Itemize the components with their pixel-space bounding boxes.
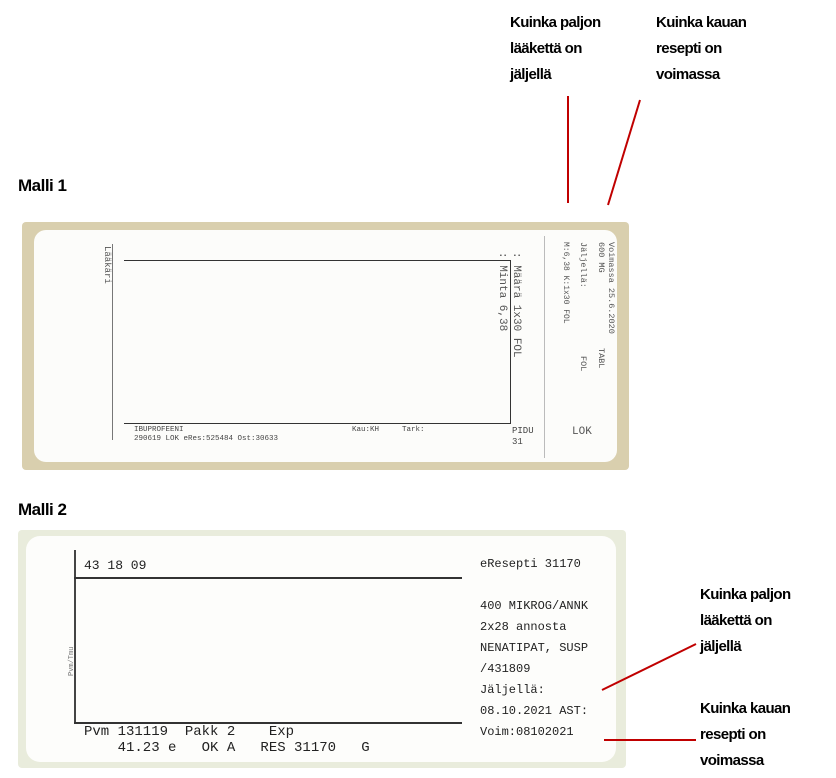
prescription-info: eResepti 31170 400 MIKROG/ANNK 2x28 anno… (480, 554, 618, 743)
code-text: PIDU 31 (512, 426, 534, 448)
annotation-line: voimassa (700, 752, 764, 769)
info-row-1: Pvm 131119 Pakk 2 Exp (84, 724, 295, 740)
annotation-line: Kuinka paljon (510, 14, 601, 31)
pointer-line (601, 643, 697, 691)
info-line-validity: Voim:08102021 (480, 725, 574, 739)
divider (74, 550, 76, 724)
label-paper: 43 18 09 Pvm/Tmu Pvm 131119 Pakk 2 Exp 4… (26, 536, 616, 762)
annotation-line: jäljellä (510, 66, 552, 83)
info-line: eResepti 31170 (480, 557, 581, 571)
annotation-line: lääkettä on (510, 40, 582, 57)
drug-name: IBUPROFEENI (134, 426, 184, 434)
annotation-packages-left-top: Kuinka paljon lääkettä on jäljellä (510, 10, 601, 88)
annotation-line: resepti on (656, 40, 722, 57)
heading-model-2: Malli 2 (18, 500, 67, 519)
divider (74, 722, 462, 724)
tark-text: Tark: (402, 426, 425, 434)
annotation-line: jäljellä (700, 638, 742, 655)
info-line-remaining-date: 08.10.2021 AST: (480, 704, 589, 718)
pointer-line (607, 99, 641, 206)
prescription-label-model-1: Lääkäri : Määrä 1x30 FOL : Minta 6,38 Vo… (22, 222, 629, 470)
info-line: 400 MIKROG/ANNK (480, 599, 589, 613)
annotation-packages-left-bottom: Kuinka paljon lääkettä on jäljellä (700, 582, 791, 660)
info-line: 2x28 annosta (480, 620, 567, 634)
annotation-line: lääkettä on (700, 612, 772, 629)
info-line: /431809 (480, 662, 531, 676)
annotation-line: Kuinka kauan (656, 14, 747, 31)
annotation-line: voimassa (656, 66, 720, 83)
divider (544, 236, 545, 458)
annotation-validity-bottom: Kuinka kauan resepti on voimassa (700, 696, 791, 774)
prescription-label-model-2: 43 18 09 Pvm/Tmu Pvm 131119 Pakk 2 Exp 4… (18, 530, 626, 768)
code-line-1: PIDU (512, 426, 534, 436)
code-line-2: 31 (512, 437, 523, 447)
kau-text: Kau:KH (352, 426, 380, 434)
label-paper: Lääkäri : Määrä 1x30 FOL : Minta 6,38 Vo… (34, 230, 617, 462)
divider (74, 577, 462, 579)
info-row-2: 41.23 e OK A RES 31170 G (84, 740, 370, 756)
heading-model-1: Malli 1 (18, 176, 67, 195)
prescription-details: 290619 LOK eRes:525484 Ost:30633 (134, 435, 279, 443)
divider (112, 244, 113, 440)
top-number: 43 18 09 (84, 558, 147, 573)
annotation-line: Kuinka paljon (700, 586, 791, 603)
annotation-line: resepti on (700, 726, 766, 743)
blank-area (124, 260, 511, 424)
annotation-line: Kuinka kauan (700, 700, 791, 717)
annotation-validity-top: Kuinka kauan resepti on voimassa (656, 10, 747, 88)
info-line: NENATIPAT, SUSP (480, 641, 589, 655)
info-line-remaining: Jäljellä: (480, 683, 545, 697)
lok-tag: LOK (572, 426, 592, 438)
